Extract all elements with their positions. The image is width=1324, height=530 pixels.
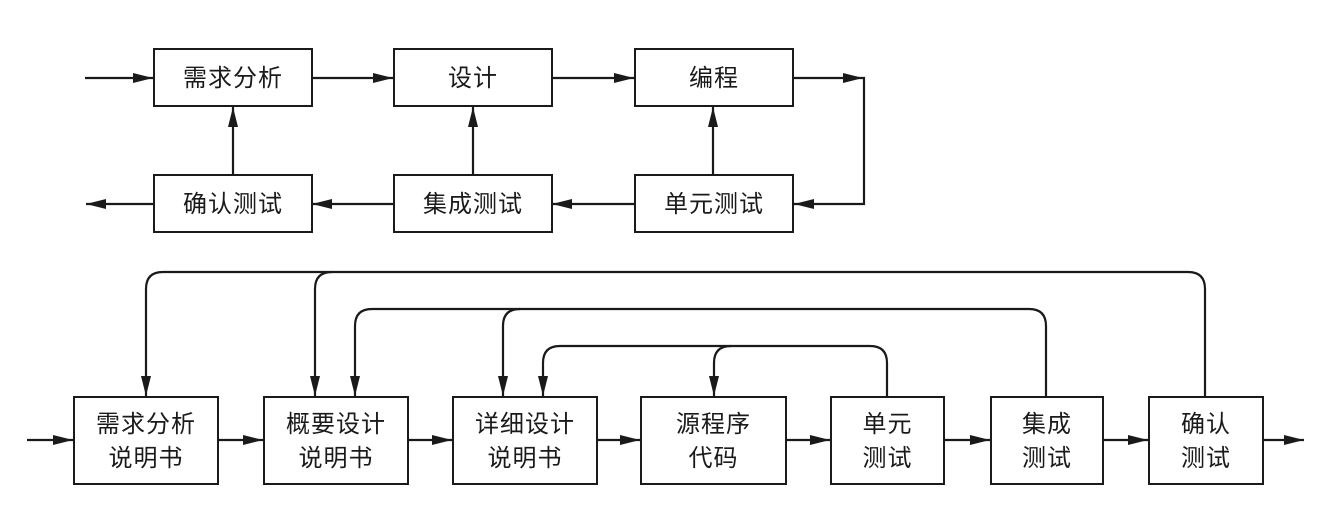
box-label: 单元测试 [664,189,764,218]
feedback-inner-line [538,344,889,396]
box-label: 设计 [448,63,498,92]
bottom-box-source-code: 源程序 代码 [640,396,787,485]
box-label: 编程 [689,63,739,92]
top-box-design: 设计 [393,48,553,107]
top-box-coding: 编程 [634,48,794,107]
box-label: 确认 测试 [1181,409,1231,472]
feedback-middle-branch [498,307,521,396]
top-loop-right [794,76,866,209]
box-label: 集成 测试 [1022,409,1072,472]
box-label: 需求分析 说明书 [96,409,196,472]
feedback-middle-line [350,307,1048,396]
bottom-box-unit-test: 单元 测试 [830,396,945,485]
feedback-outer-line [141,270,1207,396]
bottom-box-integration-test: 集成 测试 [990,396,1104,485]
bottom-box-detailed-design-spec: 详细设计 说明书 [452,396,598,485]
bottom-box-requirements-spec: 需求分析 说明书 [73,396,219,485]
bottom-box-acceptance-test: 确认 测试 [1148,396,1264,485]
box-label: 概要设计 说明书 [286,409,386,472]
feedback-inner-branch [709,344,732,396]
box-label: 详细设计 说明书 [475,409,575,472]
top-box-requirements: 需求分析 [153,48,313,107]
bottom-box-high-level-design-spec: 概要设计 说明书 [263,396,409,485]
top-box-unit-test: 单元测试 [634,174,794,233]
top-box-integration-test: 集成测试 [393,174,553,233]
feedback-outer-branch [310,270,333,396]
top-box-acceptance-test: 确认测试 [153,174,313,233]
box-label: 需求分析 [183,63,283,92]
box-label: 集成测试 [423,189,523,218]
box-label: 确认测试 [183,189,283,218]
box-label: 源程序 代码 [676,409,751,472]
box-label: 单元 测试 [862,409,913,472]
